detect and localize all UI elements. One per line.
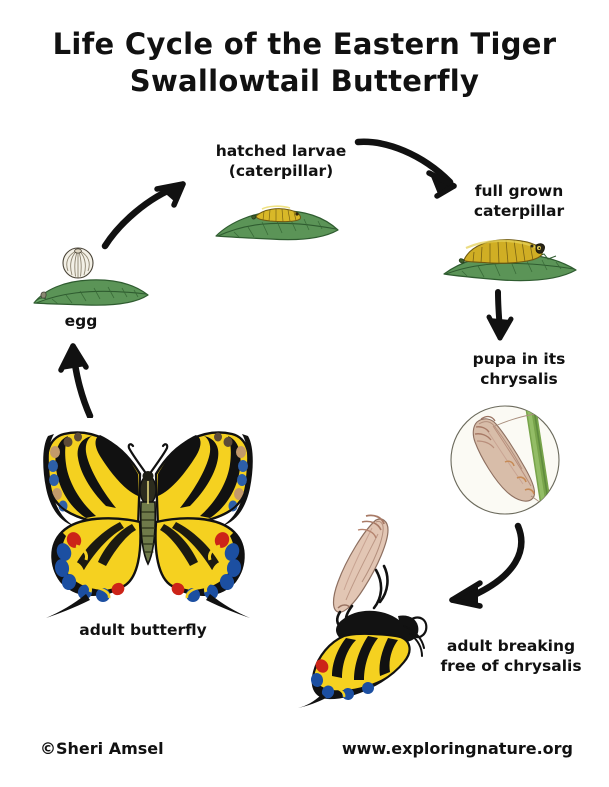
adult-swallowtail-butterfly-illustration [28, 412, 268, 624]
page-title: Life Cycle of the Eastern Tiger Swallowt… [0, 26, 609, 100]
stage-label-adult-breaking-free: adult breaking free of chrysalis [440, 637, 582, 675]
egg-on-leaf-illustration [28, 243, 158, 311]
page-title-line-2: Swallowtail Butterfly [129, 64, 480, 98]
arrow-adult-butterfly-to-egg [48, 342, 106, 422]
arrow-pupa-to-adult-breaking-free [438, 518, 548, 622]
stage-label-adult-butterfly: adult butterfly [79, 621, 207, 639]
page-title-line-1: Life Cycle of the Eastern Tiger [52, 27, 557, 61]
butterfly-icon [43, 431, 253, 618]
website-url: www.exploringnature.org [341, 739, 573, 758]
stage-label-full-grown-caterpillar: full grown caterpillar [473, 182, 565, 220]
arrow-full-grown-to-pupa [478, 288, 522, 352]
small-caterpillar-on-leaf-illustration [212, 192, 342, 248]
large-caterpillar-on-leaf-illustration [440, 228, 580, 290]
copyright-notice: ©Sheri Amsel [40, 739, 164, 758]
arrow-hatched-larvae-to-full-grown [350, 128, 480, 204]
magnified-egg-icon [62, 247, 94, 279]
stage-label-pupa-chrysalis: pupa in its chrysalis [472, 350, 566, 388]
empty-chrysalis-icon [332, 514, 389, 613]
chrysalis-icon [472, 413, 548, 511]
butterfly-emerging-from-chrysalis-illustration [292, 508, 442, 708]
green-leaf-icon [215, 210, 339, 241]
stage-label-hatched-larvae: hatched larvae (caterpillar) [215, 142, 347, 180]
emerging-butterfly-icon [298, 564, 428, 708]
chrysalis-on-stem-illustration [443, 400, 573, 525]
yellow-caterpillar-icon [251, 205, 301, 223]
stage-label-egg: egg [64, 312, 98, 330]
green-leaf-icon [33, 279, 149, 306]
arrow-egg-to-hatched-larvae [95, 172, 205, 262]
yellow-caterpillar-icon [458, 239, 545, 264]
